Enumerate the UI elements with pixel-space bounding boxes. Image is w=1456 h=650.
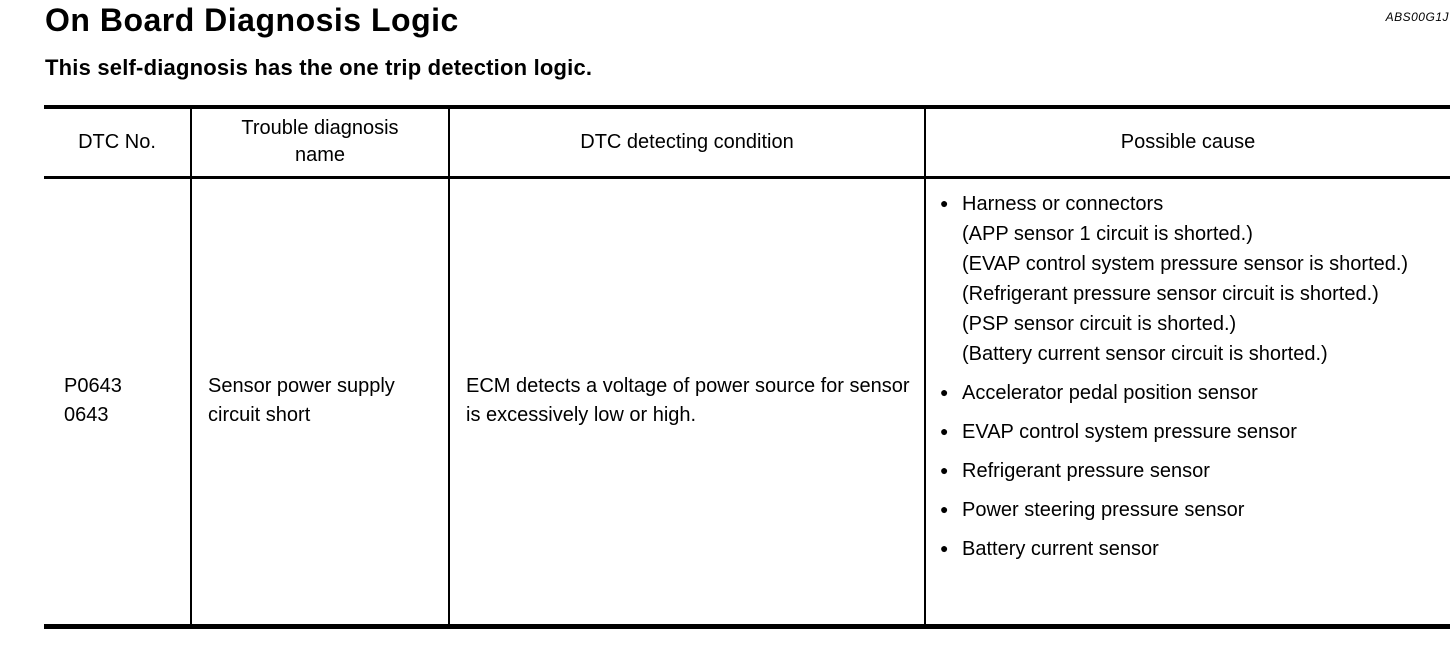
cause-detail: (Battery current sensor circuit is short… [962, 342, 1328, 365]
header-dtc-detecting-condition: DTC detecting condition [448, 107, 925, 179]
cell-trouble-diagnosis-name: Sensor power supply circuit short [190, 177, 449, 626]
cause-item: ● Harness or connectors (APP sensor 1 ci… [926, 189, 1442, 369]
cause-detail: (APP sensor 1 circuit is shorted.) [962, 222, 1253, 245]
cause-detail: (Refrigerant pressure sensor circuit is … [962, 282, 1379, 305]
header-trouble-diagnosis-name-label: Trouble diagnosis name [241, 117, 399, 167]
bullet-icon: ● [940, 383, 949, 400]
header-dtc-detecting-condition-label: DTC detecting condition [580, 130, 794, 153]
dtc-code-line: 0643 [64, 404, 109, 426]
bullet-icon: ● [940, 194, 949, 211]
dtc-table: DTC No. Trouble diagnosis name DTC detec… [44, 105, 1450, 629]
cause-text: EVAP control system pressure sensor [962, 420, 1297, 443]
cause-text: Battery current sensor [962, 537, 1159, 560]
table-header-row: DTC No. Trouble diagnosis name DTC detec… [44, 107, 1450, 179]
cause-text: Harness or connectors [962, 192, 1164, 215]
cause-item: ● Power steering pressure sensor [926, 495, 1442, 525]
cause-detail: (EVAP control system pressure sensor is … [962, 252, 1409, 275]
cause-item: ● EVAP control system pressure sensor [926, 417, 1442, 447]
cause-text: Accelerator pedal position sensor [962, 381, 1258, 404]
bullet-icon: ● [940, 461, 949, 478]
bullet-icon: ● [940, 422, 949, 439]
cause-text: Power steering pressure sensor [962, 498, 1245, 521]
cause-item: ● Battery current sensor [926, 534, 1442, 564]
bullet-icon: ● [940, 500, 949, 517]
cell-possible-cause: ● Harness or connectors (APP sensor 1 ci… [924, 177, 1450, 626]
cause-item: ● Accelerator pedal position sensor [926, 378, 1442, 408]
table-row: P0643 0643 Sensor power supply circuit s… [44, 177, 1450, 626]
cause-detail: (PSP sensor circuit is shorted.) [962, 312, 1237, 335]
bullet-icon: ● [940, 539, 949, 556]
header-dtc-no-label: DTC No. [78, 130, 156, 153]
cause-text: Refrigerant pressure sensor [962, 459, 1210, 482]
doc-code: ABS00G1J [1385, 10, 1449, 24]
page-subtitle: This self-diagnosis has the one trip det… [45, 55, 593, 80]
page-title: On Board Diagnosis Logic [45, 2, 459, 38]
header-dtc-no: DTC No. [44, 107, 191, 179]
cell-dtc-detecting-condition: ECM detects a voltage of power source fo… [448, 177, 925, 626]
header-trouble-diagnosis-name: Trouble diagnosis name [190, 107, 449, 179]
cell-dtc-no: P0643 0643 [44, 177, 191, 626]
header-possible-cause-label: Possible cause [1120, 130, 1256, 153]
header-possible-cause: Possible cause [924, 107, 1450, 179]
dtc-code-line: P0643 [64, 375, 122, 397]
cause-item: ● Refrigerant pressure sensor [926, 456, 1442, 486]
